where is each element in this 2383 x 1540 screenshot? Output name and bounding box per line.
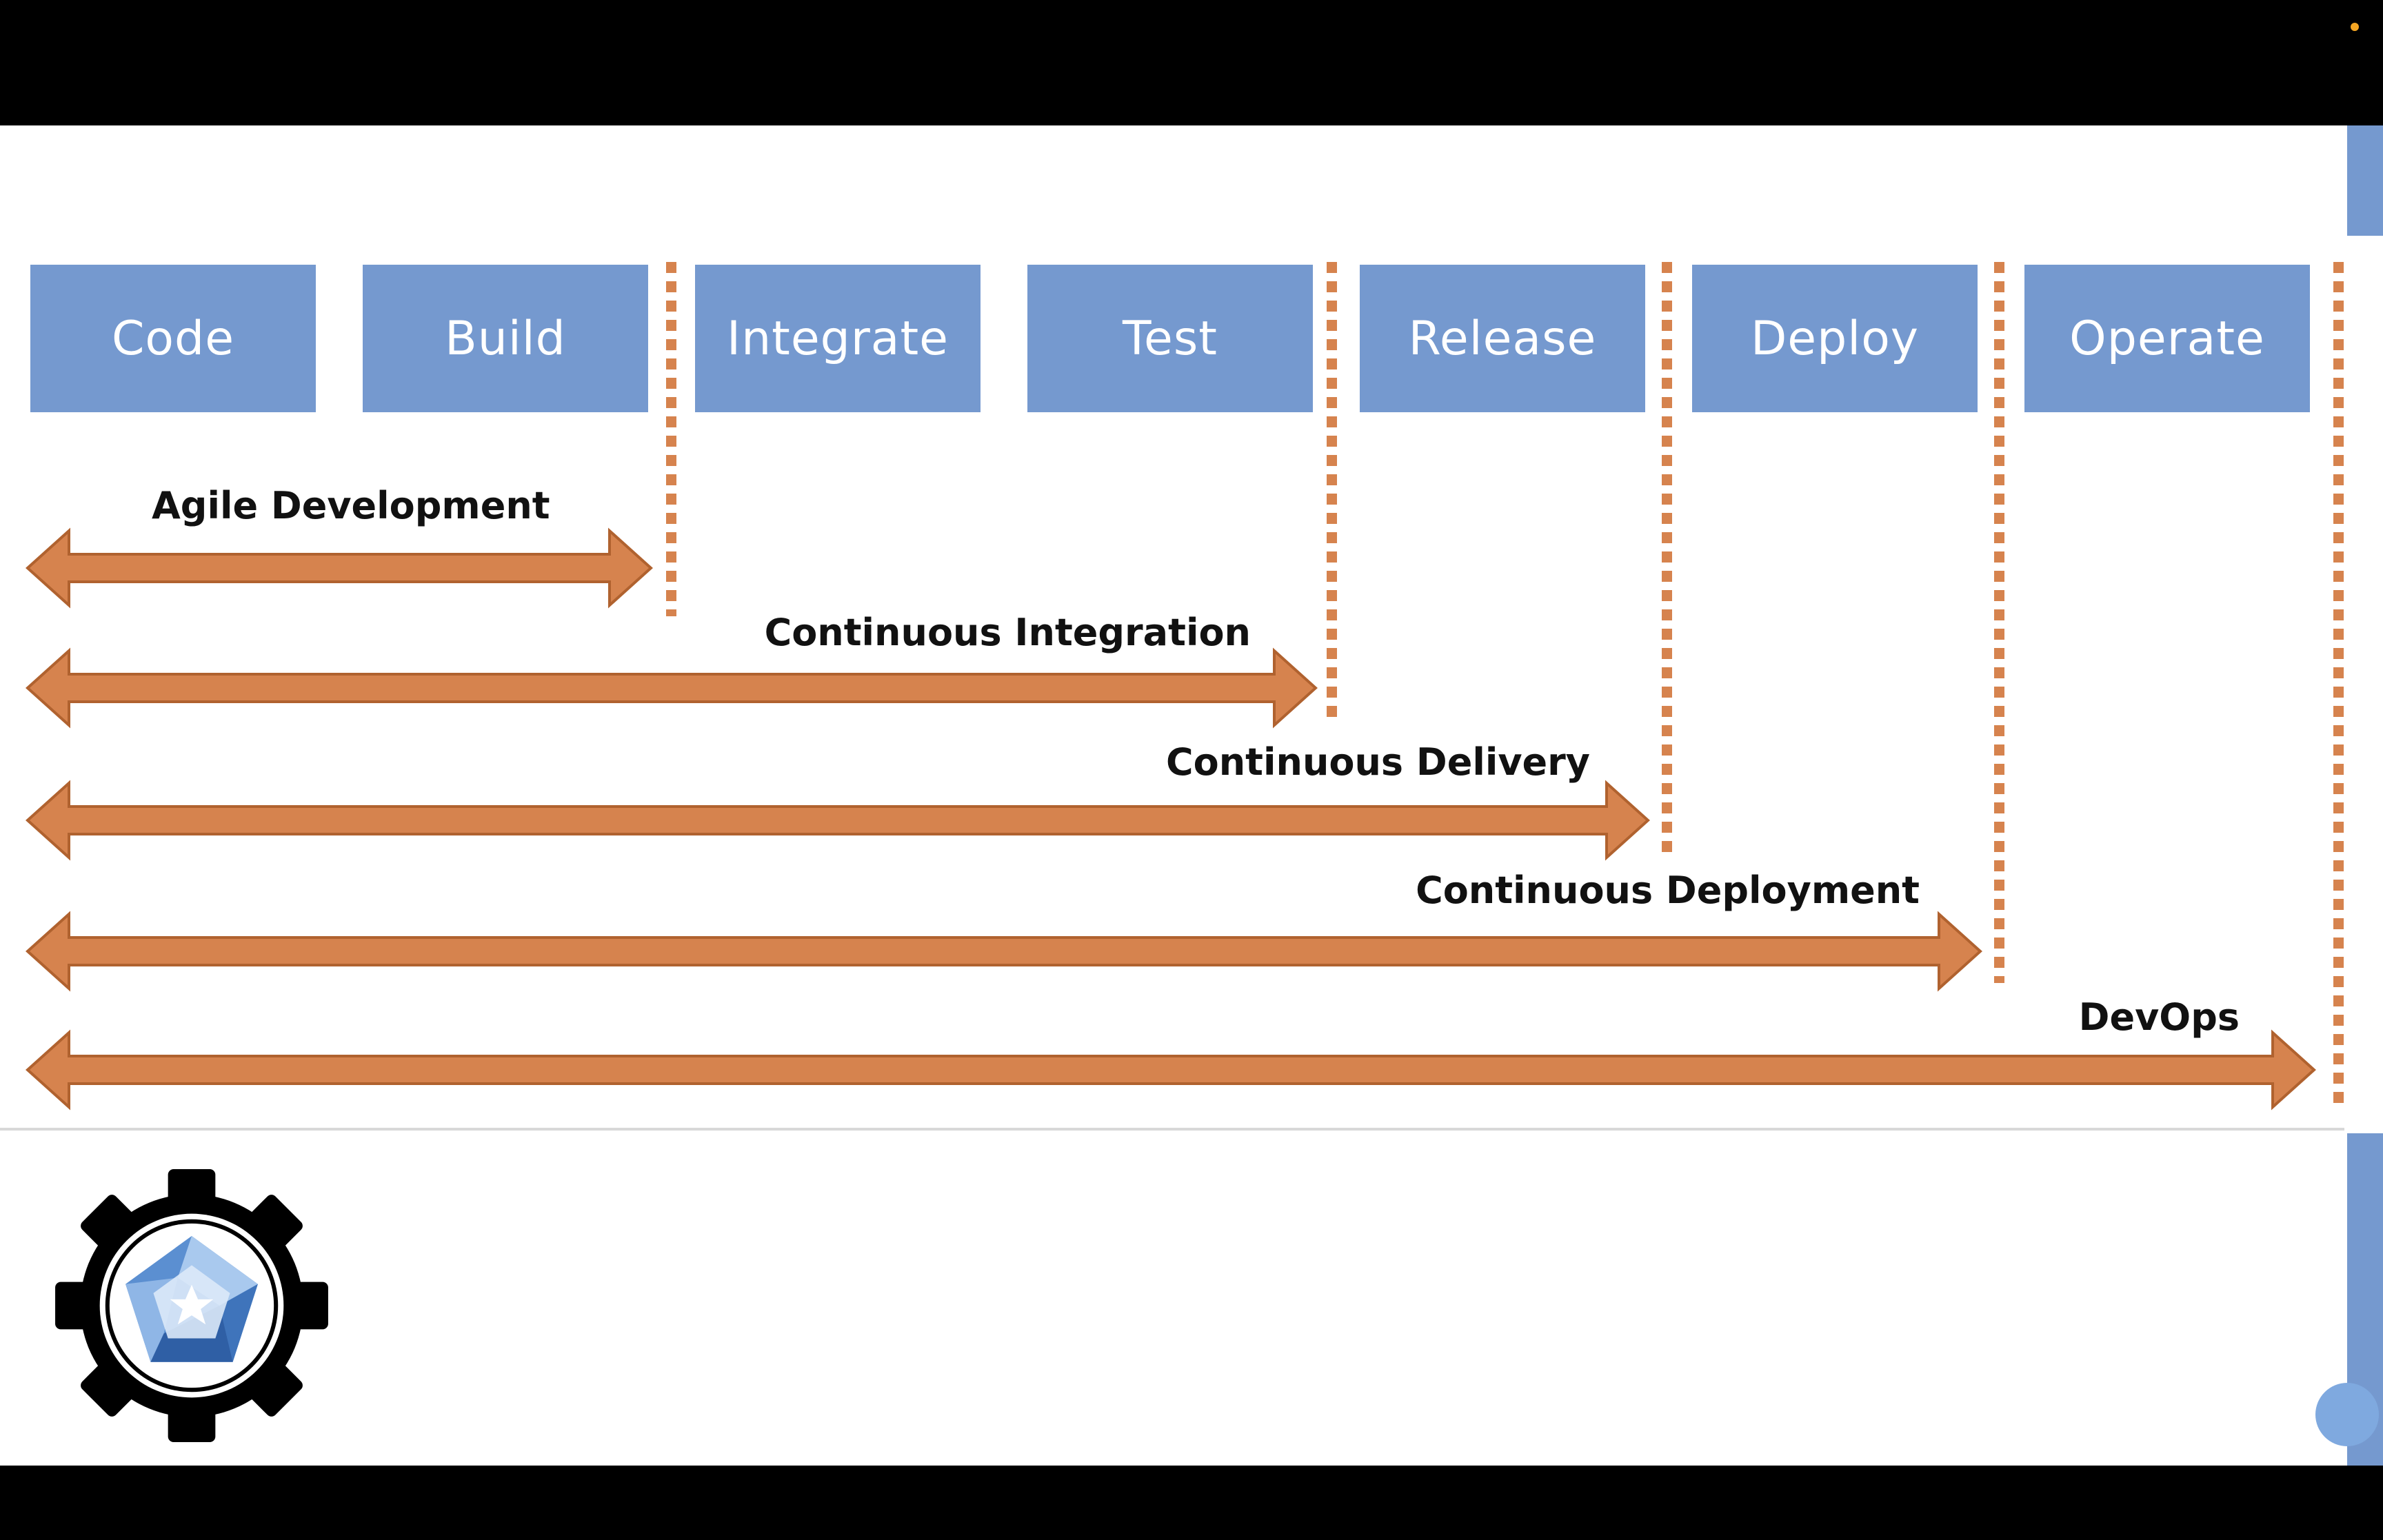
track-label-5: DevOps — [2078, 995, 2240, 1039]
stage-integrate: Integrate — [695, 265, 981, 412]
track-arrow-4 — [26, 911, 1982, 992]
stage-divider-4 — [1994, 262, 2004, 983]
stage-divider-3 — [1662, 262, 1672, 852]
track-label-4: Continuous Deployment — [1416, 869, 1920, 912]
gear-star-logo-icon — [55, 1169, 328, 1442]
track-arrows — [26, 527, 2316, 1111]
stage-operate: Operate — [2024, 265, 2310, 412]
stage-divider-1 — [666, 262, 676, 616]
track-arrow-3 — [26, 780, 1650, 861]
slide-nav-circle-icon[interactable] — [2315, 1383, 2379, 1446]
recording-indicator-icon — [2351, 23, 2359, 31]
footer-divider-line — [0, 1128, 2344, 1131]
track-label-1: Agile Development — [152, 484, 550, 527]
stage-test: Test — [1027, 265, 1313, 412]
side-accent-top — [2347, 125, 2383, 236]
stage-deploy: Deploy — [1692, 265, 1978, 412]
top-black-bar — [0, 0, 2383, 125]
track-arrow-5 — [26, 1029, 2316, 1111]
stage-divider-2 — [1327, 262, 1337, 717]
stage-divider-5 — [2333, 262, 2344, 1103]
stage-code: Code — [30, 265, 316, 412]
track-label-2: Continuous Integration — [764, 611, 1251, 654]
track-label-3: Continuous Delivery — [1166, 740, 1590, 784]
track-arrow-1 — [26, 527, 653, 609]
stage-release: Release — [1360, 265, 1645, 412]
bottom-black-bar — [0, 1466, 2383, 1540]
slide-canvas: Code Build Integrate Test Release Deploy Opera… — [0, 125, 2383, 1466]
stage-build: Build — [363, 265, 648, 412]
track-arrow-2 — [26, 647, 1318, 729]
